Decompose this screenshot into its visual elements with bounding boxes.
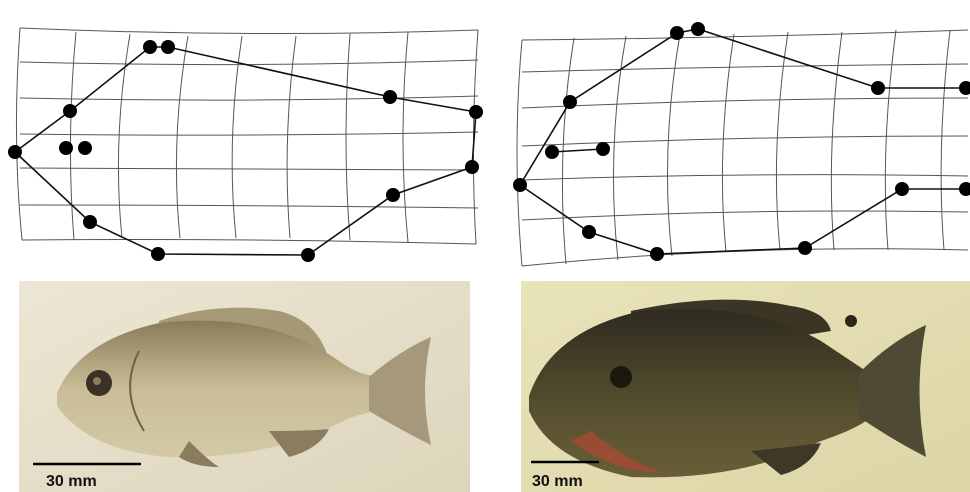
- scale-label-left: 30 mm: [46, 474, 97, 490]
- outline-right: [520, 29, 966, 254]
- fish-photo-right: 30 mm: [521, 281, 970, 492]
- deformation-grid-left: [0, 0, 485, 278]
- deformation-grid-right: [510, 0, 970, 278]
- landmarks-right: [513, 22, 970, 261]
- landmarks-left: [8, 40, 483, 262]
- scale-label-right: 30 mm: [532, 474, 583, 490]
- fish-photo-left: 30 mm: [19, 281, 470, 492]
- grid-lines-left: [16, 28, 478, 244]
